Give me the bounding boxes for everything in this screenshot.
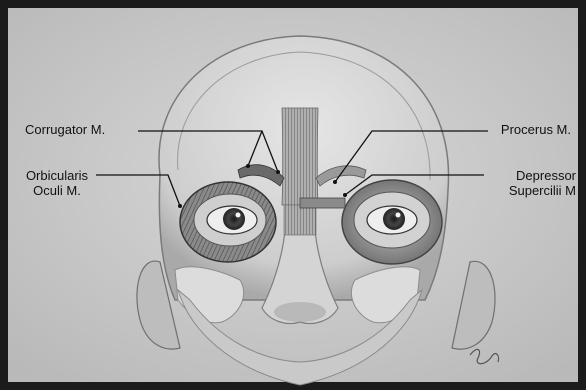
right-pupil-highlight bbox=[236, 213, 241, 218]
left-pupil-highlight bbox=[396, 213, 401, 218]
depressor-label-line1: Depressor bbox=[471, 168, 576, 183]
depressor-supercilii-muscle bbox=[300, 198, 345, 208]
right-iris bbox=[223, 208, 245, 230]
procerus-label-text: Procerus M. bbox=[501, 122, 571, 137]
procerus-label: Procerus M. bbox=[501, 122, 571, 137]
depressor-supercilii-label: Depressor Supercilii M bbox=[471, 168, 576, 198]
procerus-muscle bbox=[282, 108, 318, 205]
left-iris bbox=[383, 208, 405, 230]
orbicularis-label-line1: Orbicularis bbox=[22, 168, 92, 183]
corrugator-label: Corrugator M. bbox=[25, 122, 105, 137]
depressor-label-line2: Supercilii M bbox=[471, 183, 576, 198]
orbicularis-label-line2: Oculi M. bbox=[22, 183, 92, 198]
orbicularis-oculi-label: Orbicularis Oculi M. bbox=[22, 168, 92, 198]
nasal-bridge-muscle bbox=[284, 205, 316, 235]
corrugator-label-text: Corrugator M. bbox=[25, 122, 105, 137]
nose-shadow bbox=[274, 302, 326, 322]
